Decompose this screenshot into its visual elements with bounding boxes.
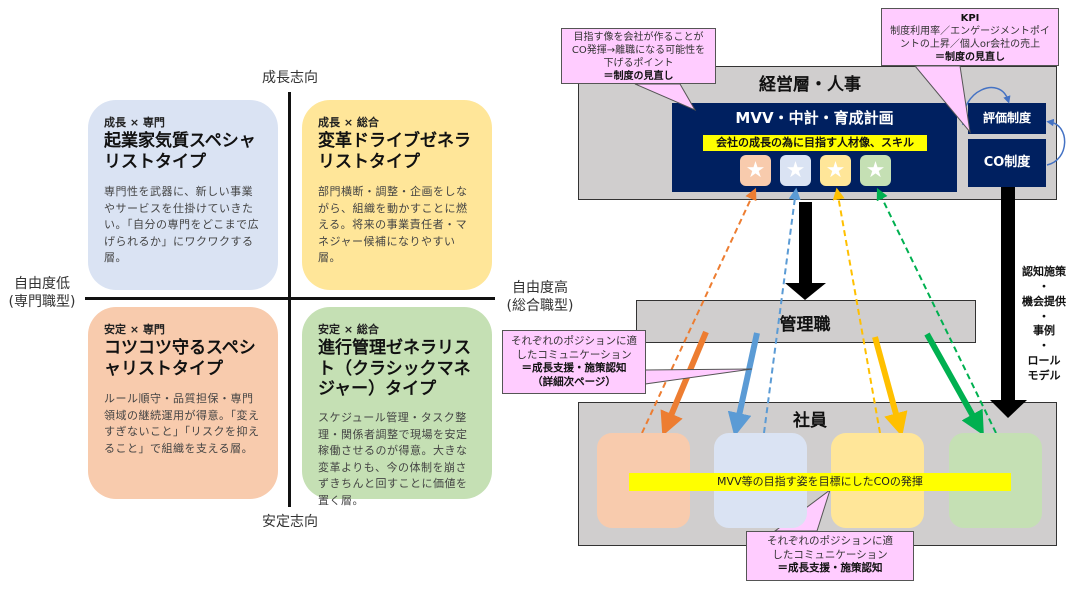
axis-label-top: 成長志向 <box>262 70 318 86</box>
quadrant-title: 起業家気質スペシャリストタイプ <box>104 131 256 172</box>
co-arrow-shaft <box>1001 187 1015 401</box>
quadrant-tag: 成長 × 総合 <box>318 116 379 129</box>
callout-bold: ＝成長支援・施策認知 <box>777 562 883 575</box>
evaluation-system-box: 評価制度 <box>968 103 1046 134</box>
cycle-arc-right <box>1046 118 1066 166</box>
side-label-line: ・ <box>1038 279 1050 293</box>
star-icon: ★ <box>780 155 811 186</box>
callout-line: 目指す像を会社が作ることが <box>573 32 704 43</box>
dashed-arrow-green <box>876 187 997 434</box>
mvv-title: MVV・中計・育成計画 <box>735 109 894 127</box>
callout-line: ントの上昇／個人or会社の売上 <box>899 39 1041 50</box>
axis-label-left-line1: 自由度低 <box>14 276 70 292</box>
side-label-line: モデル <box>1027 368 1061 382</box>
callout-communication: それぞれのポジションに適 したコミュニケーション ＝成長支援・施策認知 <box>746 531 914 581</box>
callout-line: 制度利用率／エンゲージメントポイ <box>890 26 1050 37</box>
callout-sub: （詳細次ページ） <box>532 375 616 388</box>
callout-policy-review: 目指す像を会社が作ることが CO発揮→離職になる可能性を 下げるポイント ＝制度… <box>561 28 716 84</box>
quadrant-title: コツコツ守るスペシャリストタイプ <box>104 338 256 379</box>
quadrant-stable-specialist: 安定 × 専門 コツコツ守るスペシャリストタイプ ルール順守・品質担保・専門領域… <box>88 307 278 499</box>
dashed-arrow-orange <box>641 187 757 434</box>
side-label-line: 事例 <box>1033 324 1055 338</box>
cycle-arc-top <box>962 86 1011 126</box>
employee-band-title: 社員 <box>793 411 827 431</box>
quadrant-stable-generalist: 安定 × 総合 進行管理ゼネラリスト（クラシックマネジャー）タイプ スケジュール… <box>302 307 492 507</box>
quadrant-title: 変革ドライブゼネラリストタイプ <box>318 131 471 172</box>
quadrant-title: 進行管理ゼネラリスト（クラシックマネジャー）タイプ <box>318 338 471 400</box>
solid-arrow-yellow <box>872 336 908 437</box>
callout-bold: ＝制度の見直し <box>935 52 1005 63</box>
axis-label-left: 自由度低 (専門職型) <box>0 276 84 311</box>
callout-line: したコミュニケーション <box>772 548 888 561</box>
callout-line: それぞれのポジションに適 <box>767 535 893 547</box>
manager-band-title: 管理職 <box>779 315 831 335</box>
side-label-line: ・ <box>1038 339 1050 353</box>
callout-line: したコミュニケーション <box>516 348 632 361</box>
axis-label-right-line2: (総合職型) <box>506 297 574 314</box>
star-icon: ★ <box>820 155 851 186</box>
callout-communication-detail: それぞれのポジションに適 したコミュニケーション ＝成長支援・施策認知 （詳細次… <box>502 330 646 394</box>
callout-tail-mid <box>644 368 753 385</box>
down-arrow-head <box>785 283 826 300</box>
callout-kpi: KPI 制度利用率／エンゲージメントポイ ントの上昇／個人or会社の売上 ＝制度… <box>881 8 1059 66</box>
callout-line: CO発揮→離職になる可能性を <box>571 45 706 56</box>
quadrant-growth-generalist: 成長 × 総合 変革ドライブゼネラリストタイプ 部門横断・調整・企画をしながら、… <box>302 100 492 290</box>
dashed-arrow-yellow <box>832 187 881 434</box>
callout-line: それぞれのポジションに適 <box>511 335 637 347</box>
down-arrow-shaft <box>799 202 812 284</box>
quadrant-tag: 成長 × 専門 <box>104 116 165 129</box>
quadrant-desc: スケジュール管理・タスク整理・関係者調整で現場を安定稼働させるのが得意。大きな変… <box>318 411 468 507</box>
dashed-arrow-blue <box>763 187 801 434</box>
axis-label-left-line2: (専門職型) <box>8 293 76 310</box>
side-label-line: 認知施策 <box>1022 265 1066 278</box>
side-label-line: 機会提供 <box>1022 294 1066 308</box>
side-label-line: ・ <box>1038 309 1050 323</box>
callout-bold: ＝制度の見直し <box>603 71 674 82</box>
star-icon: ★ <box>860 155 891 186</box>
management-band-title: 経営層・人事 <box>759 75 861 95</box>
callout-heading: KPI <box>960 13 980 24</box>
axis-label-right: 自由度高 (総合職型) <box>498 280 582 315</box>
co-system-box: CO制度 <box>968 139 1046 187</box>
horizontal-axis <box>85 297 495 300</box>
mvv-subtitle: 会社の成長の為に目指す人材像、スキル <box>703 135 927 151</box>
callout-tail-left-top <box>634 83 697 112</box>
axis-label-right-line1: 自由度高 <box>512 280 568 296</box>
star-icon: ★ <box>740 155 771 186</box>
quadrant-desc: ルール順守・品質担保・専門領域の継続運用が得意。「変えすぎないこと」「リスクを抑… <box>104 392 260 455</box>
solid-arrow-green <box>924 332 984 436</box>
quadrant-desc: 部門横断・調整・企画をしながら、組織を動かすことに燃える。将来の事業責任者・マネ… <box>318 185 468 265</box>
manager-band <box>636 300 976 343</box>
callout-bold: ＝成長支援・施策認知 <box>521 362 627 375</box>
axis-label-bottom: 安定志向 <box>262 514 318 530</box>
side-label: 認知施策 ・ 機会提供 ・ 事例 ・ ロール モデル <box>1016 265 1066 384</box>
quadrant-tag: 安定 × 総合 <box>318 323 379 336</box>
quadrant-growth-specialist: 成長 × 専門 起業家気質スペシャリストタイプ 専門性を武器に、新しい事業やサー… <box>88 100 278 290</box>
co-exertion-bar: MVV等の目指す姿を目標にしたCOの発揮 <box>629 473 1011 491</box>
side-label-line: ロール <box>1027 354 1061 368</box>
callout-tail-kpi <box>913 65 971 134</box>
quadrant-desc: 専門性を武器に、新しい事業やサービスを仕掛けていきたい。「自分の専門をどこまで広… <box>104 185 260 265</box>
quadrant-tag: 安定 × 専門 <box>104 323 165 336</box>
solid-arrow-blue <box>727 332 760 437</box>
co-arrow-head <box>990 400 1027 418</box>
callout-line: 下げるポイント <box>603 58 674 69</box>
